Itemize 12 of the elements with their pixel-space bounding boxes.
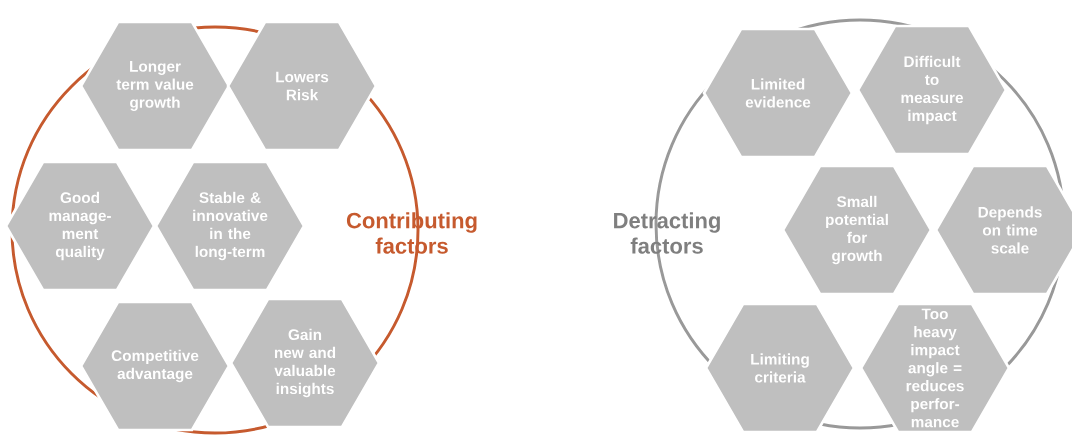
hexagon: Depends on time scale xyxy=(934,164,1072,296)
hexagon: Competitive advantage xyxy=(79,300,231,432)
hexagon: Difficult to measure impact xyxy=(856,24,1008,156)
hexagon: Small potential for growth xyxy=(781,164,933,296)
hexagon: Lowers Risk xyxy=(226,20,378,152)
hexagon: Gain new and valuable insights xyxy=(229,297,381,429)
hexagon: Longer term value growth xyxy=(79,20,231,152)
hexagon: Limiting criteria xyxy=(704,302,856,434)
hexagon: Stable & innovative in the long-term xyxy=(154,160,306,292)
hexagon: Good manage-ment quality xyxy=(4,160,156,292)
hexagon: Limited evidence xyxy=(702,27,854,159)
hexagon: Too heavy impact angle = reduces perfor-mance xyxy=(859,302,1011,434)
